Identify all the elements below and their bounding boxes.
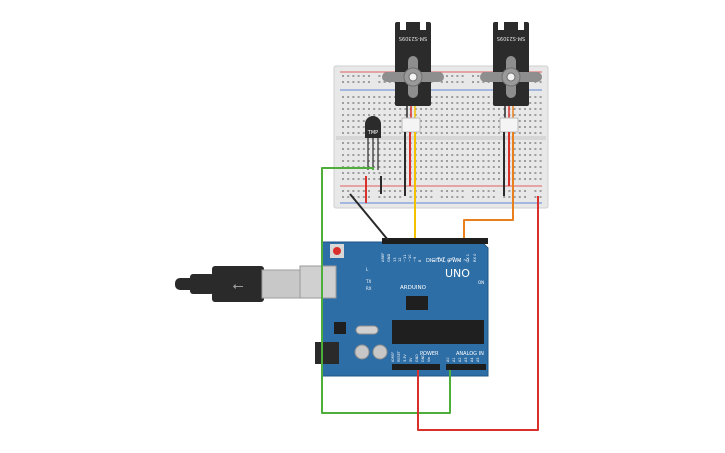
- pin-10-label: ~10: [408, 254, 412, 262]
- a2-label: A2: [458, 358, 462, 362]
- on-label: ON: [478, 280, 484, 285]
- pin-11-label: ~11: [403, 254, 407, 262]
- digital-pin-labels: AREF GND 13 12 ~11 ~10 ~9 8 7 ~6 ~5 4 ~3…: [381, 253, 477, 263]
- pin-13-label: 13: [393, 257, 397, 262]
- arduino-uno: UNO ARDUINO DIGITAL (PWM ~) POWER ANALOG…: [299, 238, 489, 377]
- power-analog-pin-labels: IOREF RESET 3.3V 5V GND GND Vin A0 A1 A2…: [391, 350, 480, 362]
- pin-7-label: 7: [432, 260, 436, 262]
- usb-cable: ⭠: [175, 266, 301, 302]
- pin-aref-label: AREF: [381, 253, 385, 262]
- a5-label: A5: [476, 358, 480, 362]
- pin-9-label: ~9: [413, 256, 417, 262]
- black-wire: [349, 193, 389, 241]
- temperature-sensor: TMP: [365, 116, 381, 170]
- pin-2-label: 2: [457, 260, 461, 262]
- breadboard-jumpers: [365, 132, 510, 203]
- digital-label: DIGITAL (PWM ~): [426, 258, 469, 264]
- wires: [321, 132, 539, 431]
- servo-right: SM-S2309S: [480, 22, 542, 133]
- gnd2-label: GND: [421, 354, 425, 362]
- green-wire: [321, 167, 451, 414]
- power-header: [392, 364, 440, 370]
- servo-left-label: SM-S2309S: [399, 35, 427, 41]
- usb-icon: ⭠: [232, 278, 243, 294]
- 3v3-label: 3.3V: [403, 354, 407, 362]
- 5v-label: 5V: [409, 357, 413, 362]
- l-label: L: [366, 267, 369, 272]
- pin-4-label: 4: [447, 259, 451, 262]
- analog-header: [446, 364, 486, 370]
- arduino-brand: ARDUINO: [400, 285, 427, 291]
- digital-header: [382, 238, 488, 244]
- a4-label: A4: [470, 358, 474, 362]
- pin-5-label: ~5: [442, 257, 446, 262]
- red-wire: [417, 196, 539, 431]
- tx-label: TX: [365, 279, 371, 284]
- pin-6-label: ~6: [437, 256, 441, 262]
- pin-12-label: 12: [398, 257, 402, 262]
- analog-label: ANALOG IN: [456, 351, 484, 357]
- orange-wire: [463, 132, 514, 238]
- pin-3-label: ~3: [452, 257, 456, 262]
- pin-0-label: RX 0: [473, 253, 477, 262]
- power-label: POWER: [420, 351, 439, 357]
- vin-label: Vin: [427, 357, 431, 362]
- rx-label: RX: [366, 286, 372, 291]
- a3-label: A3: [464, 358, 468, 362]
- pin-1-label: TX 1: [466, 254, 470, 263]
- reset-label: RESET: [397, 350, 401, 362]
- ioref-label: IOREF: [391, 352, 395, 362]
- temp-sensor-label: TMP: [367, 130, 378, 136]
- a1-label: A1: [452, 358, 456, 362]
- a0-label: A0: [446, 358, 450, 362]
- servo-right-label: SM-S2309S: [497, 35, 525, 41]
- pin-gnd-label: GND: [387, 254, 391, 262]
- arduino-model: UNO: [445, 267, 470, 280]
- pin-8-label: 8: [418, 259, 422, 262]
- gnd1-label: GND: [415, 354, 419, 362]
